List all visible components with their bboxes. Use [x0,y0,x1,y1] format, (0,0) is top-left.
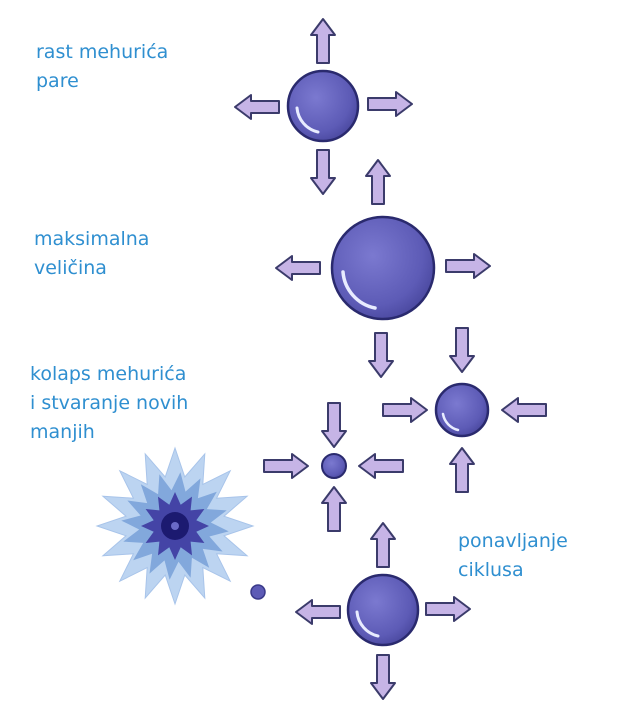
arrow-left-icon [276,256,320,280]
arrow-down-icon [311,150,335,194]
bubble-repeat [296,523,470,699]
arrow-left-icon [502,398,546,422]
arrow-down-icon [371,655,395,699]
bubble-icon [288,71,358,141]
arrow-right-icon [368,92,412,116]
label-collapse-line-3: manjih [30,418,188,447]
arrow-down-icon [322,403,346,447]
label-collapse-line-1: kolaps mehurića [30,360,188,389]
bubble-compression [383,328,546,492]
arrow-left-icon [359,454,403,478]
bubble-icon [322,454,346,478]
bubble-growth [235,19,412,194]
arrow-left-icon [296,600,340,624]
label-growth-line-2: pare [36,67,168,96]
arrow-left-icon [235,95,279,119]
label-collapse: kolaps mehurića i stvaranje novih manjih [30,360,188,447]
label-growth-line-1: rast mehurića [36,38,168,67]
label-repeat: ponavljanje ciklusa [458,527,568,585]
label-maximum: maksimalna veličina [34,225,149,283]
arrow-up-icon [450,448,474,492]
arrow-up-icon [322,487,346,531]
bubble-icon [348,575,418,645]
arrow-right-icon [446,254,490,278]
label-repeat-line-2: ciklusa [458,556,568,585]
bubble-icon [332,217,434,319]
label-maximum-line-1: maksimalna [34,225,149,254]
arrow-up-icon [311,19,335,63]
arrow-down-icon [369,333,393,377]
collapse-burst-icon [97,448,253,604]
label-growth: rast mehurića pare [36,38,168,96]
label-maximum-line-2: veličina [34,254,149,283]
bubble-icon [436,384,488,436]
arrow-up-icon [366,160,390,204]
arrow-right-icon [383,398,427,422]
small-bubble-icon [251,585,265,599]
bubble-collapse [264,403,403,531]
label-repeat-line-1: ponavljanje [458,527,568,556]
arrow-up-icon [371,523,395,567]
arrow-right-icon [264,454,308,478]
arrow-down-icon [450,328,474,372]
label-collapse-line-2: i stvaranje novih [30,389,188,418]
arrow-right-icon [426,597,470,621]
